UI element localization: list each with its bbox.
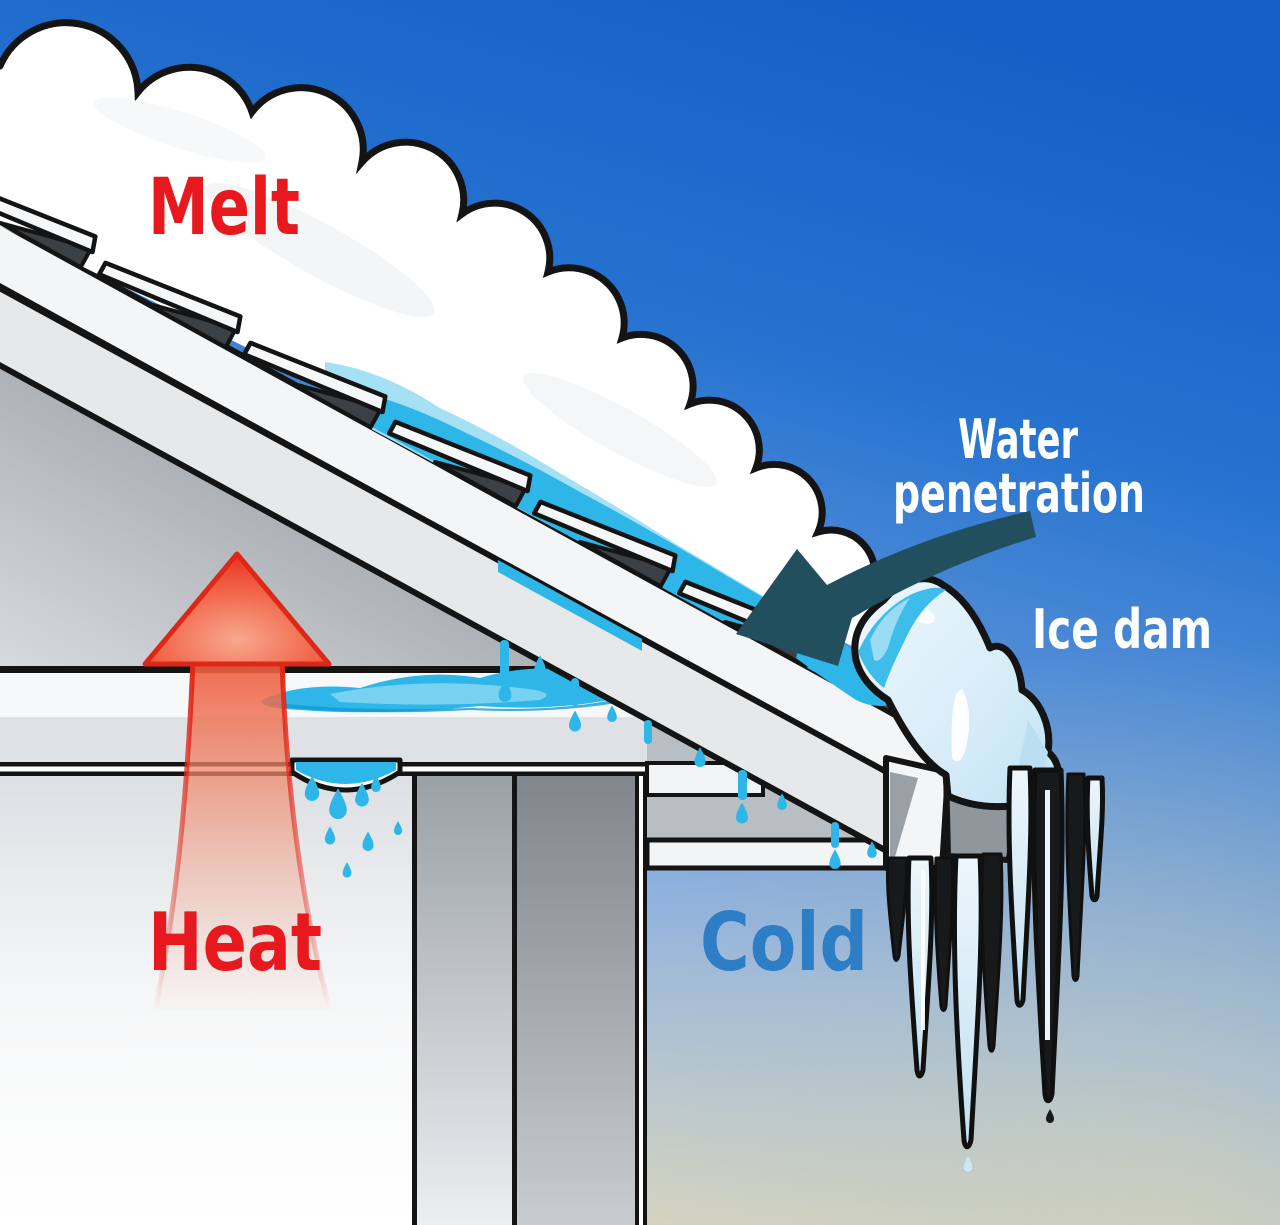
water-penetration-label-line2: penetration [893,462,1145,525]
water-penetration-arrow [736,511,1036,666]
melt-label: Melt [148,163,300,253]
heat-label: Heat [148,896,322,989]
heat-arrow [142,551,333,1011]
rafter-drips [498,640,877,869]
snow-blanket [0,19,912,656]
ceiling-water-puddle [261,668,629,713]
ice-dam-label: Ice dam [1032,598,1212,661]
cold-label: Cold [700,896,868,989]
fascia-board [883,755,951,871]
ceiling-leak-sag [289,757,403,878]
icicles [885,765,1106,1172]
labels: Melt Heat Cold Water penetration Ice dam [148,163,1212,989]
interior-room-wall [0,776,647,1225]
water-penetration-label-line1: Water [958,408,1078,471]
